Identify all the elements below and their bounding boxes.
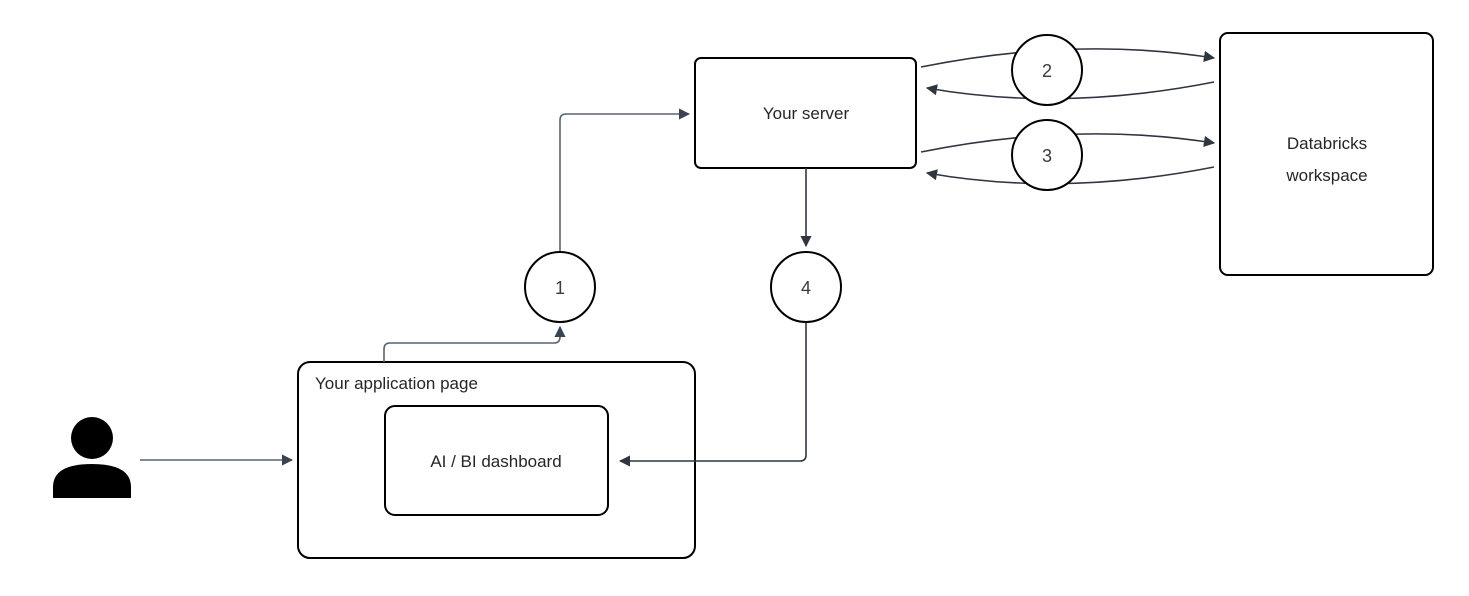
person-body-icon bbox=[53, 464, 131, 498]
ai-bi-dashboard-box[interactable] bbox=[384, 405, 609, 516]
step-circle-1[interactable] bbox=[524, 251, 596, 323]
connector-step-4-to-dashboard bbox=[618, 322, 807, 467]
person-head-icon bbox=[71, 417, 113, 459]
step-circle-3[interactable] bbox=[1011, 119, 1083, 191]
step-number-2: 2 bbox=[1042, 61, 1052, 81]
your-server-label: Your server bbox=[763, 104, 850, 123]
your-application-page-label: Your application page bbox=[315, 374, 478, 393]
step-number-3: 3 bbox=[1042, 146, 1052, 166]
databricks-workspace-label-line2: workspace bbox=[1285, 166, 1367, 185]
databricks-workspace-label-line1: Databricks bbox=[1287, 134, 1367, 153]
databricks-workspace-box[interactable] bbox=[1219, 32, 1434, 276]
step-circle-4[interactable] bbox=[770, 251, 842, 323]
connector-application-page-to-step-1 bbox=[383, 325, 566, 362]
step-number-1: 1 bbox=[555, 278, 565, 298]
ai-bi-dashboard-label: AI / BI dashboard bbox=[430, 452, 561, 471]
step-number-4: 4 bbox=[801, 278, 811, 298]
connector-step-1-to-server bbox=[559, 108, 691, 252]
user-actor-icon bbox=[53, 417, 131, 498]
step-circle-2[interactable] bbox=[1011, 34, 1083, 106]
